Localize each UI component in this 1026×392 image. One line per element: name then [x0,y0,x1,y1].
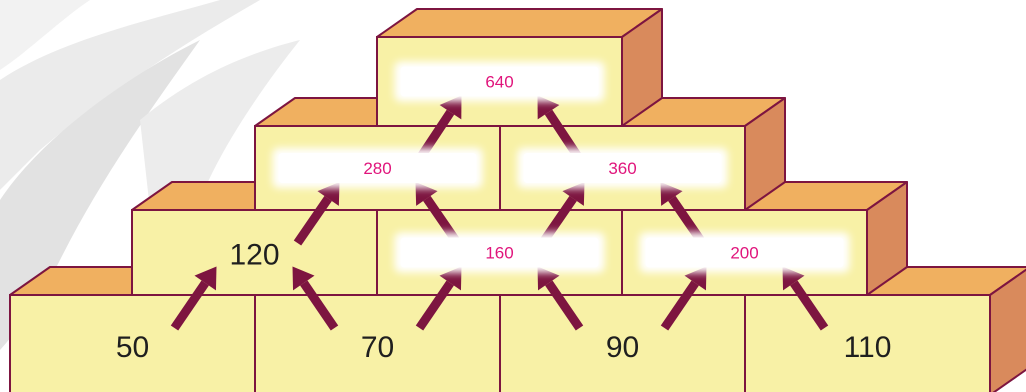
answer-box-core [645,237,844,268]
brick-second-1 [131,209,378,296]
given-value: 50 [116,331,149,364]
answer-value: 160 [485,244,513,263]
answer-value: 360 [608,159,636,178]
answer-box-core [400,66,599,97]
answer-value: 280 [363,159,391,178]
arrow-right-to-second-1 [292,266,339,331]
given-value: 90 [606,331,639,364]
given-value: 110 [844,331,892,364]
answer-box-core [523,153,722,183]
answer-value: 200 [730,244,758,263]
arrow-left-to-second-1 [170,266,217,331]
given-value: 120 [229,239,279,272]
answer-value: 640 [485,73,513,92]
brick-bottom-2 [254,294,501,392]
label-layer: 50 70 90 110 120 160 200 280 360 640 [116,61,892,364]
brick-top-surface [376,8,663,38]
answer-box-core [278,153,477,183]
given-value: 70 [361,331,394,364]
answer-box-core [400,237,599,268]
